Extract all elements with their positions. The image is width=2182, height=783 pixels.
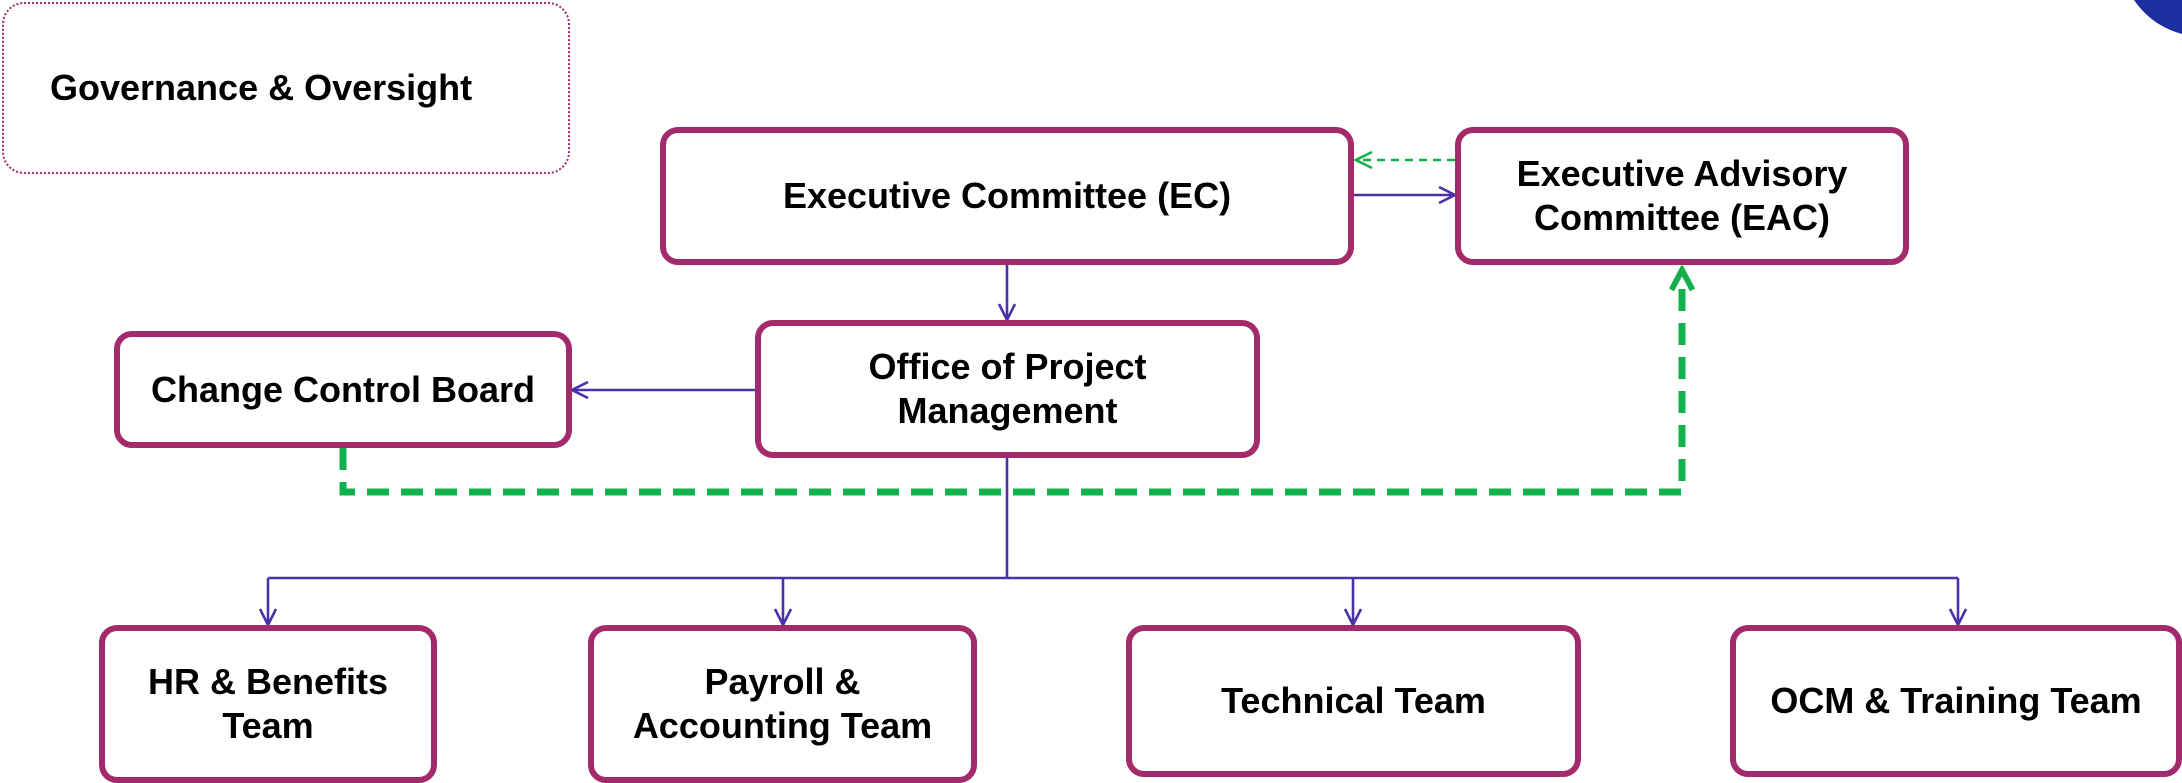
node-executive-committee: Executive Committee (EC) (660, 127, 1354, 265)
governance-legend-label: Governance & Oversight (50, 67, 473, 108)
governance-legend-box: Governance & Oversight (2, 2, 570, 174)
node-change-control-board: Change Control Board (114, 331, 572, 448)
brand-logo-icon (2112, 0, 2182, 40)
connector-ccb-to-eac-dashed (339, 270, 1682, 496)
node-hr-benefits-team: HR & Benefits Team (99, 625, 437, 783)
node-technical-team: Technical Team (1126, 625, 1581, 777)
node-payroll-accounting-team: Payroll & Accounting Team (588, 625, 977, 783)
node-ocm-training-team: OCM & Training Team (1730, 625, 2182, 777)
node-office-of-project-management: Office of Project Management (755, 320, 1260, 458)
node-executive-advisory-committee: Executive Advisory Committee (EAC) (1455, 127, 1909, 265)
